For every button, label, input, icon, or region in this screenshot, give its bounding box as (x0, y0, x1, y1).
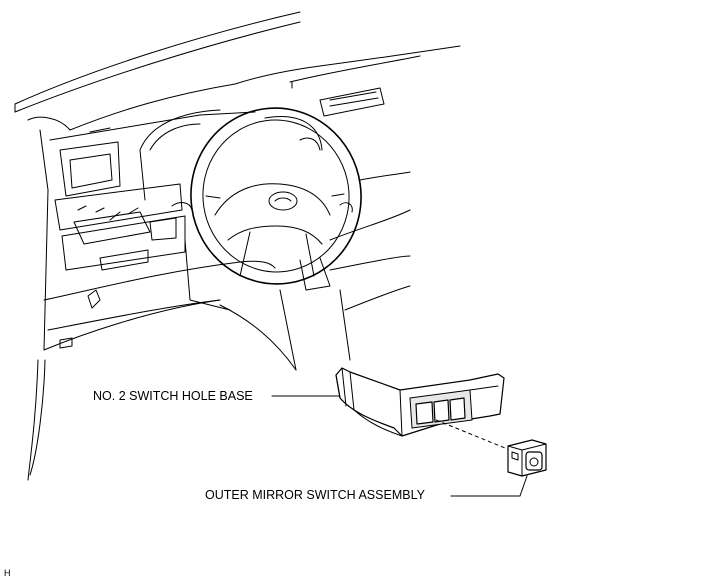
figure-code: H (4, 568, 11, 578)
outer-mirror-switch-label: OUTER MIRROR SWITCH ASSEMBLY (205, 488, 425, 502)
steering-column (184, 171, 411, 371)
dashboard-top-edge (14, 11, 461, 131)
switch-hole-base-part (335, 367, 505, 437)
center-vents (319, 87, 385, 117)
instrument-cluster (139, 109, 323, 201)
installation-guide-dashed-line (435, 419, 511, 451)
leader-lines (271, 395, 528, 497)
dashboard-body (27, 111, 276, 481)
steering-wheel (171, 107, 362, 291)
switch-hole-base-label: NO. 2 SWITCH HOLE BASE (93, 389, 253, 403)
outer-mirror-switch-part (507, 439, 547, 477)
